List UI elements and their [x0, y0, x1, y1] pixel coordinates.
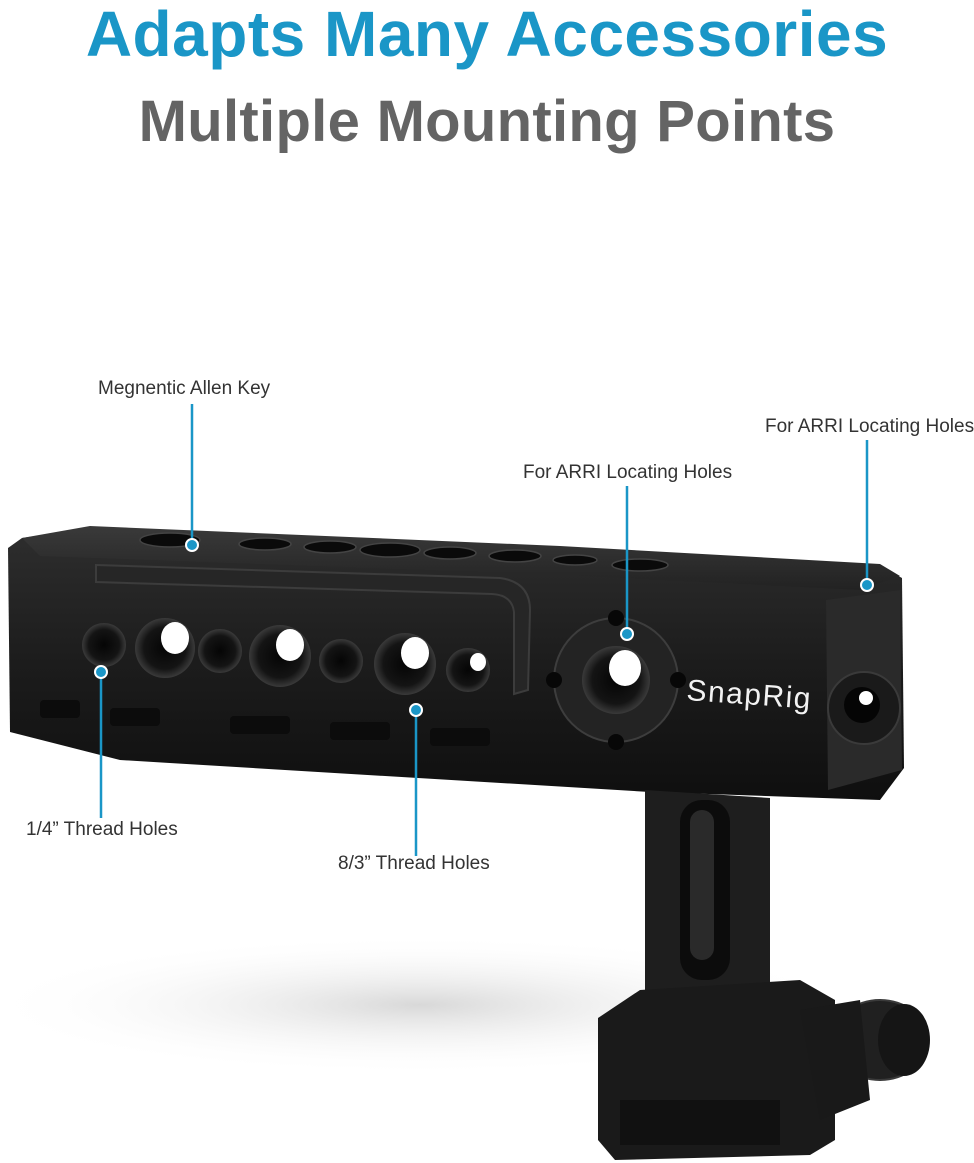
callout-arri-center: For ARRI Locating Holes [523, 462, 733, 483]
callout-dots [94, 538, 874, 717]
callout-quarter-thread: 1/4” Thread Holes [26, 819, 178, 840]
side-holes [82, 618, 490, 695]
callout-lines [99, 404, 869, 856]
subheadline: Multiple Mounting Points [138, 89, 836, 154]
mount-post [645, 790, 770, 1000]
handle-bar [8, 526, 904, 800]
callout-eighth-thread: 8/3” Thread Holes [338, 853, 490, 874]
callout-arri-right: For ARRI Locating Holes [765, 416, 974, 437]
callout-allen-key: Megnentic Allen Key [98, 378, 271, 399]
top-holes [139, 532, 669, 572]
headline: Adapts Many Accessories [85, 0, 889, 70]
rod-clamp [598, 980, 930, 1160]
arri-rosette [546, 610, 686, 750]
bottom-ridges [40, 700, 490, 746]
allen-key [95, 563, 532, 696]
